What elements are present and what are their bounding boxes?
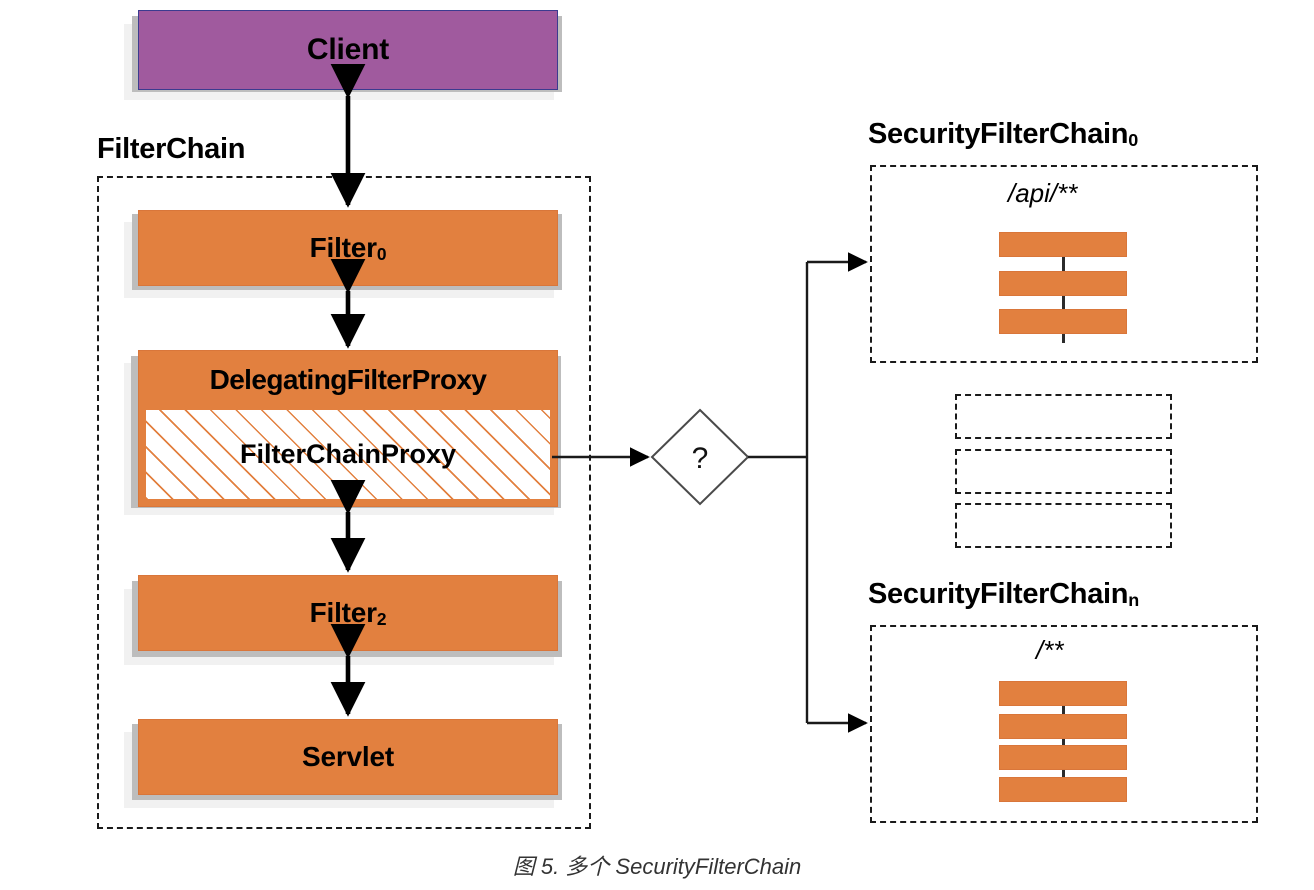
node-servlet-label: Servlet xyxy=(302,741,394,772)
node-delegating-filter-proxy-label: DelegatingFilterProxy xyxy=(209,364,487,395)
node-filter-chain-proxy[interactable]: FilterChainProxy xyxy=(145,409,551,500)
chain-n-filter-bar[interactable] xyxy=(999,745,1127,770)
node-filter-2-label: Filter xyxy=(309,597,377,628)
security-filter-chain-n-container xyxy=(870,625,1258,823)
security-filter-chain-n-path-label: /** xyxy=(1036,635,1064,665)
chain-0-filter-bar[interactable] xyxy=(999,271,1127,296)
chain-n-filter-bar[interactable] xyxy=(999,714,1127,739)
node-delegating-filter-proxy[interactable]: DelegatingFilterProxy FilterChainProxy xyxy=(138,350,558,507)
security-filter-chain-0-path-label: /api/** xyxy=(1008,178,1078,208)
chain-0-filter-bar[interactable] xyxy=(999,232,1127,257)
security-filter-chain-n-group-label: SecurityFilterChainn xyxy=(868,578,1139,611)
decision-diamond[interactable] xyxy=(650,408,750,506)
node-filter-chain-proxy-label: FilterChainProxy xyxy=(239,439,457,469)
security-filter-chain-0-group-label: SecurityFilterChain0 xyxy=(868,118,1138,151)
chain-n-filter-bar[interactable] xyxy=(999,777,1127,802)
elided-chain-placeholder xyxy=(955,449,1172,494)
elided-chain-placeholder xyxy=(955,394,1172,439)
node-filter-2-subscript: 2 xyxy=(376,609,387,630)
node-filter-0-label: Filter xyxy=(309,232,377,263)
node-servlet[interactable]: Servlet xyxy=(138,719,558,795)
node-filter-0[interactable]: Filter0 xyxy=(138,210,558,286)
security-filter-chain-0-container xyxy=(870,165,1258,363)
chain-n-filter-bar[interactable] xyxy=(999,681,1127,706)
figure-caption: 图 5. 多个 SecurityFilterChain xyxy=(512,854,802,879)
node-client[interactable]: Client xyxy=(138,10,558,90)
elided-chain-placeholder xyxy=(955,503,1172,548)
node-filter-0-subscript: 0 xyxy=(376,244,387,265)
node-filter-2[interactable]: Filter2 xyxy=(138,575,558,651)
chain-0-filter-bar[interactable] xyxy=(999,309,1127,334)
filter-chain-group-label: FilterChain xyxy=(97,133,246,165)
decision-diamond-label: ? xyxy=(692,442,709,475)
node-client-label: Client xyxy=(306,33,390,66)
